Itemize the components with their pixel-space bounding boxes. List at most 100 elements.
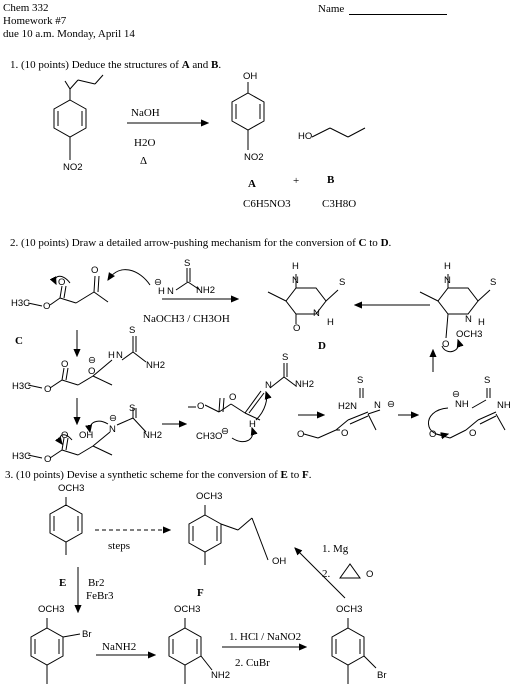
q1-propanol-ho: HO <box>298 131 313 142</box>
q3-compound-f <box>188 505 269 565</box>
q2-im-s: S <box>282 352 289 363</box>
q3-retro-epoxide: 2. <box>322 568 331 580</box>
q2-add-s: S <box>129 325 136 336</box>
due-date: due 10 a.m. Monday, April 14 <box>3 28 135 40</box>
q2-int-och3: OCH3 <box>456 329 483 340</box>
q2-curved-arrow-2 <box>55 275 71 284</box>
q3-epoxide <box>339 563 361 579</box>
q2-imine-arrow <box>255 392 267 421</box>
q3-product <box>331 618 377 684</box>
q3-epoxide-o: O <box>366 569 374 580</box>
q2-enamine <box>303 388 381 439</box>
q2-add-n: N <box>116 350 123 361</box>
q2-prompt: 2. (10 points) Draw a detailed arrow-pus… <box>10 237 392 249</box>
q2-en-minus: ⊖ <box>387 399 395 410</box>
course-title: Chem 332 <box>3 2 49 14</box>
q2-proton-transfer <box>27 408 147 459</box>
q2-pt-s: S <box>129 403 136 414</box>
q2-pt-h3c: H3C <box>12 451 32 462</box>
q2-pt-nh2: NH2 <box>143 430 163 441</box>
q1-label-a: A <box>248 178 256 190</box>
q1-start-nitro: NO2 <box>63 162 83 173</box>
q2-tetrahedral-intermediate <box>419 274 491 339</box>
q2-pt-ester-o2: O <box>44 454 52 465</box>
name-blank-line[interactable] <box>349 14 447 15</box>
q2-im-nh2: NH2 <box>295 379 315 390</box>
q1-prompt: 1. (10 points) Deduce the structures of … <box>10 59 222 71</box>
q1-label-b: B <box>327 174 335 186</box>
q2-en-s: S <box>357 375 364 386</box>
q2-cy-nh-left: NH <box>455 399 469 410</box>
q2-cy-nh-right: NH <box>497 400 511 411</box>
q2-collapse-arrow <box>441 340 459 353</box>
q2-thiourea-minus: ⊖ <box>154 277 162 288</box>
assignment-title: Homework #7 <box>3 15 67 27</box>
q3-bromo-compound <box>30 618 81 684</box>
q2-c-ester-o: O <box>58 277 66 288</box>
q2-int-n-bottom: N <box>465 314 472 325</box>
q2-int-h-top: H <box>444 261 451 272</box>
q2-en-o2: O <box>341 428 349 439</box>
q2-int-n-top: N <box>444 275 451 286</box>
q3-f-och3: OCH3 <box>196 491 223 502</box>
q2-pt-arrow <box>90 420 109 432</box>
q2-im-o: O <box>197 401 205 412</box>
q2-pt-n: N <box>109 424 116 435</box>
q3-f-oh: OH <box>272 556 287 567</box>
q3-amine-och3: OCH3 <box>174 604 201 615</box>
q3-prompt: 3. (10 points) Devise a synthetic scheme… <box>5 469 312 481</box>
q2-en-h2n: H2N <box>338 401 358 412</box>
q2-c-ketone-o: O <box>91 265 99 276</box>
q2-thiourea-nh2: NH2 <box>196 285 216 296</box>
q1-reagent-water: H2O <box>134 137 156 149</box>
q2-im-n: N <box>265 380 272 391</box>
q2-pt-arrow-2 <box>60 434 73 444</box>
q2-thiourea-hn: H <box>158 286 165 297</box>
q3-amine <box>168 618 213 684</box>
q2-pt-minus: ⊖ <box>109 413 117 424</box>
q2-imine <box>188 363 297 421</box>
q2-int-o: O <box>442 339 450 350</box>
q2-en-n: N <box>374 400 381 411</box>
q3-product-och3: OCH3 <box>336 604 363 615</box>
q2-compound-c <box>27 275 109 307</box>
q1-reagent-naoh: NaOH <box>131 107 160 119</box>
q1-start-molecule <box>53 74 104 160</box>
q2-im-h: H <box>249 419 256 430</box>
q3-label-e: E <box>59 577 67 589</box>
q2-add-ester-o: O <box>61 359 69 370</box>
q2-label-c: C <box>15 335 23 347</box>
q2-thiourea-n: N <box>167 286 174 297</box>
q2-deprotonation-arrow <box>231 428 253 443</box>
q2-add-minus: ⊖ <box>88 355 96 366</box>
q2-d-n-top: N <box>292 275 299 286</box>
q1-phenol-nitro: NO2 <box>244 152 264 163</box>
q2-add-ester-o2: O <box>44 384 52 395</box>
q2-cy-o2: O <box>469 428 477 439</box>
q2-d-h-bottom: H <box>327 317 334 328</box>
q2-pt-ester-o: O <box>61 430 69 441</box>
q2-d-h-top: H <box>292 261 299 272</box>
q3-sandmeyer-1: 1. HCl / NaNO2 <box>229 631 302 643</box>
q2-im-ch3o: CH3O <box>196 431 223 442</box>
q2-adduct <box>27 336 147 389</box>
q2-d-s: S <box>339 277 346 288</box>
q2-c-h3c: H3C <box>11 298 31 309</box>
q2-en-o: O <box>297 429 305 440</box>
q2-int-s: S <box>490 277 497 288</box>
q3-retro-arrow <box>295 548 346 599</box>
q2-thiourea-s: S <box>184 258 191 269</box>
q2-add-nh2: NH2 <box>146 360 166 371</box>
q2-add-o: O <box>88 366 96 377</box>
q2-add-h3c: H3C <box>12 381 32 392</box>
q2-cyclization <box>435 388 506 439</box>
q2-int-h-bottom: H <box>478 317 485 328</box>
q3-bromo-br: Br <box>82 629 92 640</box>
q1-reagent-heat: Δ <box>140 155 148 167</box>
q3-product-br: Br <box>377 670 387 681</box>
q2-cy-s: S <box>484 375 491 386</box>
q2-cyclization-arrow <box>428 407 448 435</box>
q1-formula-a: C6H5NO3 <box>243 198 291 210</box>
q3-retro-mg: 1. Mg <box>322 543 349 555</box>
